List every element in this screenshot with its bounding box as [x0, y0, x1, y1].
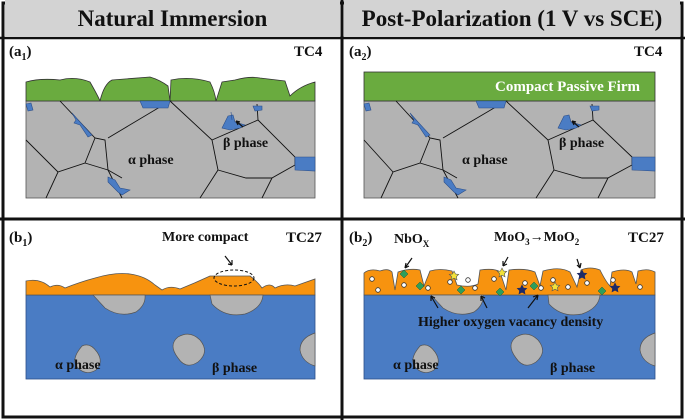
compact-arrow — [224, 255, 233, 266]
label-text: (b — [9, 230, 23, 246]
beta-phase-label: β phase — [550, 361, 596, 376]
beta-arrow — [235, 120, 244, 128]
moo3-stars — [448, 267, 561, 292]
alpha-phase-label: α phase — [393, 358, 439, 373]
label-text: (b — [349, 230, 363, 246]
column-title: Post-Polarization (1 V vs SCE) — [361, 5, 663, 31]
oxygen-vacancies — [369, 276, 643, 293]
beta-phase-particles — [363, 100, 656, 196]
label-text: ) — [26, 44, 32, 60]
more-compact-annotation: More compact — [162, 230, 249, 245]
alpha-matrix — [25, 100, 316, 199]
alpha-grains — [74, 294, 316, 373]
column-title: Natural Immersion — [77, 5, 268, 31]
moo2-stars — [516, 269, 621, 295]
beta-phase-label: β phase — [223, 136, 269, 151]
compact-region-ellipse — [213, 269, 255, 287]
film-label: Compact Passive Firm — [495, 79, 640, 95]
panel-label-a2: (a2) — [349, 44, 372, 63]
panel-a1 — [25, 76, 316, 199]
moo-conversion-label: MoO3→MoO2 — [494, 230, 579, 247]
label-subscript: 1 — [22, 238, 28, 249]
label-text: (a — [9, 44, 22, 60]
label-text: ) — [367, 230, 373, 246]
label-text: NbO — [394, 232, 423, 247]
panel-b1 — [25, 255, 316, 380]
column-header-natural: Natural Immersion — [5, 0, 340, 37]
alpha-phase-label: α phase — [55, 358, 101, 373]
panel-b2 — [363, 256, 656, 380]
beta-matrix — [25, 294, 316, 380]
panel-label-a1: (a1) — [9, 44, 32, 63]
alpha-matrix — [363, 100, 656, 199]
label-subscript: 1 — [21, 52, 27, 63]
alloy-label-a2: TC4 — [634, 44, 663, 60]
alpha-phase-label: α phase — [462, 153, 508, 168]
label-text: MoO — [494, 230, 526, 245]
passive-film-orange — [25, 273, 316, 296]
annotation-arrows — [404, 256, 582, 309]
alpha-grains — [412, 294, 656, 373]
label-subscript: 2 — [361, 52, 367, 63]
beta-phase-particles — [25, 100, 316, 196]
panel-a2 — [363, 71, 656, 199]
panel-label-b1: (b1) — [9, 230, 32, 249]
compact-passive-film — [363, 71, 656, 102]
nbox-label: NbOX — [394, 232, 429, 249]
label-subscript: X — [422, 238, 430, 249]
alpha-phase-label: α phase — [128, 153, 174, 168]
label-text: (a — [349, 44, 362, 60]
label-text: → — [529, 230, 544, 245]
label-subscript: 3 — [525, 236, 530, 247]
beta-arrow — [571, 120, 580, 128]
panel-label-b2: (b2) — [349, 230, 372, 249]
label-text: ) — [27, 230, 33, 246]
alloy-label-a1: TC4 — [294, 44, 323, 60]
vacancy-label: Higher oxygen vacancy density — [418, 315, 604, 330]
label-text: ) — [366, 44, 372, 60]
nbox-markers — [399, 269, 607, 297]
column-header-polarized: Post-Polarization (1 V vs SCE) — [344, 0, 680, 37]
label-text: MoO — [543, 230, 575, 245]
alloy-label-b2: TC27 — [628, 230, 664, 246]
alloy-label-b1: TC27 — [286, 230, 322, 246]
beta-phase-label: β phase — [212, 361, 258, 376]
label-subscript: 2 — [574, 236, 580, 247]
label-subscript: 2 — [362, 238, 368, 249]
beta-phase-label: β phase — [559, 136, 605, 151]
passive-film-green — [25, 76, 316, 102]
